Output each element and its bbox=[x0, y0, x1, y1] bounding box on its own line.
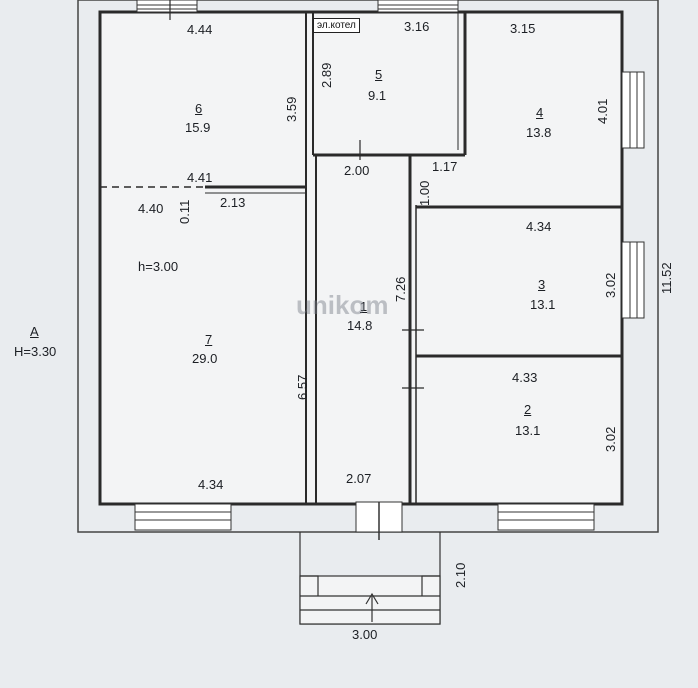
room-1-area: 14.8 bbox=[347, 318, 373, 333]
room-4-number: 4 bbox=[536, 105, 544, 120]
room-3-area: 13.1 bbox=[530, 297, 556, 312]
window-top-mid bbox=[377, 0, 459, 13]
window-bottom-left bbox=[134, 503, 232, 531]
level-label: A bbox=[30, 324, 39, 339]
room-6-area: 15.9 bbox=[185, 120, 211, 135]
room-1-number: 1 bbox=[360, 299, 368, 314]
dimension-ticks bbox=[169, 0, 424, 389]
dim-corridor-length: 7.26 bbox=[393, 276, 408, 302]
dim-room3-height: 3.02 bbox=[603, 272, 618, 298]
dim-room5-height: 2.89 bbox=[319, 62, 334, 88]
dim-room6-height: 3.59 bbox=[284, 96, 299, 122]
dim-top-mid: 3.16 bbox=[404, 19, 430, 34]
dim-room7-top: 4.40 bbox=[138, 201, 164, 216]
window-bottom-right bbox=[497, 503, 595, 531]
dim-room6-bottom: 4.41 bbox=[187, 170, 213, 185]
room-2-number: 2 bbox=[524, 402, 532, 417]
dim-room4-height: 4.01 bbox=[595, 98, 610, 124]
exterior-walls bbox=[98, 10, 624, 506]
dim-room5-bottom: 2.00 bbox=[344, 163, 370, 178]
room-3-number: 3 bbox=[538, 277, 546, 292]
room-5-area: 9.1 bbox=[368, 88, 387, 103]
dim-total-height: 11.52 bbox=[659, 262, 674, 294]
dim-corridor-top: 1.17 bbox=[432, 159, 458, 174]
dim-top-left: 4.44 bbox=[187, 22, 213, 37]
dim-room2-top: 4.33 bbox=[512, 370, 538, 385]
watermark: unikom bbox=[296, 290, 389, 320]
entrance-door bbox=[355, 501, 403, 540]
window-right-room3 bbox=[621, 241, 645, 319]
room-2-area: 13.1 bbox=[515, 423, 541, 438]
window-right-room4 bbox=[621, 71, 645, 149]
porch bbox=[299, 532, 441, 625]
dim-room7-height: 6.57 bbox=[295, 374, 310, 400]
room-4-area: 13.8 bbox=[526, 125, 552, 140]
dim-room7-bottom: 4.34 bbox=[198, 477, 224, 492]
room-6-number: 6 bbox=[195, 101, 203, 116]
room-7-number: 7 bbox=[205, 332, 213, 347]
dim-porch-width: 3.00 bbox=[352, 627, 378, 642]
boiler-label: эл.котел bbox=[313, 18, 360, 33]
ceiling-height-label: h=3.00 bbox=[138, 259, 179, 274]
dim-room3-top: 4.34 bbox=[526, 219, 552, 234]
dim-corridor-bottom: 2.07 bbox=[346, 471, 372, 486]
dim-corridor-jog: 1.00 bbox=[417, 180, 432, 206]
window-top-left bbox=[136, 0, 198, 13]
level-height-label: H=3.30 bbox=[14, 344, 57, 359]
room-5-number: 5 bbox=[375, 67, 383, 82]
dim-partition-stub: 2.13 bbox=[220, 195, 246, 210]
dim-room2-height: 3.02 bbox=[603, 426, 618, 452]
room-7-area: 29.0 bbox=[192, 351, 218, 366]
dim-top-right: 3.15 bbox=[510, 21, 536, 36]
dim-porch-depth: 2.10 bbox=[453, 562, 468, 588]
dim-wall-gap: 0.11 bbox=[177, 199, 192, 224]
